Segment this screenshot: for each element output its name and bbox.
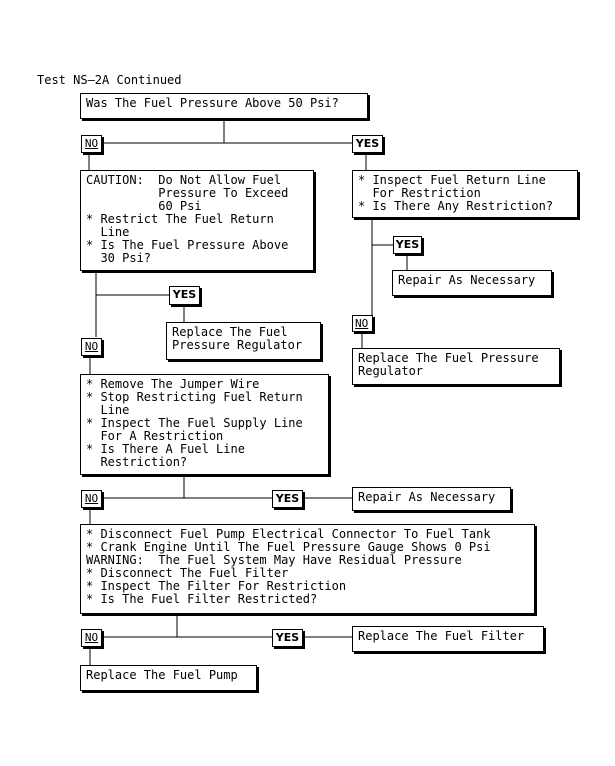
replace-fuel-filter-box: Replace The Fuel Filter (352, 626, 544, 652)
replace-fuel-pressure-regulator-box: Replace The Fuel Pressure Regulator (352, 348, 560, 385)
yes-label: YES (393, 236, 422, 254)
question-fuel-pressure-50: Was The Fuel Pressure Above 50 Psi? (80, 93, 368, 119)
no-label: NO (81, 629, 102, 647)
replace-fuel-pump-box: Replace The Fuel Pump (80, 665, 257, 691)
no-label: NO (81, 490, 102, 508)
no-label: NO (81, 338, 102, 356)
replace-fuel-pressure-regulator-box: Replace The Fuel Pressure Regulator (166, 322, 321, 360)
yes-label: YES (272, 490, 303, 508)
caution-restrict-return-line: CAUTION: Do Not Allow Fuel Pressure To E… (80, 170, 314, 271)
diagram-heading: Test NS–2A Continued (37, 73, 182, 87)
repair-as-necessary-box: Repair As Necessary (392, 270, 552, 296)
no-label: NO (352, 315, 373, 332)
yes-label: YES (169, 286, 200, 305)
inspect-fuel-return-line: * Inspect Fuel Return Line For Restricti… (352, 170, 578, 218)
no-label: NO (81, 135, 102, 153)
inspect-fuel-filter: * Disconnect Fuel Pump Electrical Connec… (80, 524, 535, 614)
repair-as-necessary-box: Repair As Necessary (352, 487, 511, 511)
yes-label: YES (272, 629, 303, 647)
inspect-fuel-supply-line: * Remove The Jumper Wire * Stop Restrict… (80, 374, 329, 475)
yes-label: YES (352, 135, 383, 153)
